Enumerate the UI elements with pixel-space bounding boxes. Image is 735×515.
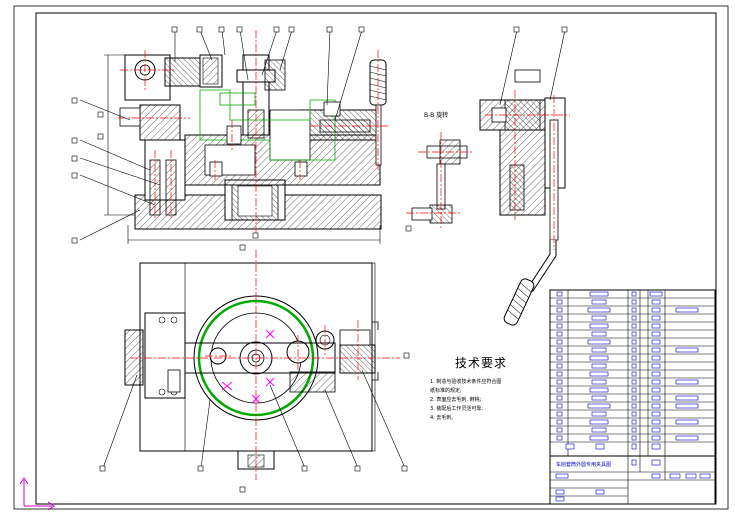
drawing-title: 车削套筒外圆专用夹具图 [556,462,612,468]
inner-frame [35,12,717,505]
front-view [104,30,390,244]
item-balloons [71,26,568,493]
tech-requirements-list: 1. 制造与验收技术条件应符合图 纸标准的规定; 2. 表面应去毛刺, 倒钝; … [430,378,560,423]
tech-requirement-item: 4. 去毛刺。 [430,415,457,421]
side-view [479,69,570,326]
tech-requirement-item: 2. 表面应去毛刺, 倒钝; [430,397,482,403]
tech-requirement-item: 1. 制造与验收技术条件应符合图 [430,379,502,385]
ucs-icon [19,477,55,511]
leaders [79,29,566,469]
section-bb-view [406,132,472,230]
parts-list-cells [555,291,711,502]
outer-frame [13,5,729,510]
section-bb-label: B-B 旋转 [424,112,449,119]
parts-list-table [549,289,716,505]
tech-requirement-item: 3. 装配后工作灵活可靠; [430,406,484,412]
tech-requirement-item: 纸标准的规定; [430,388,462,394]
top-view [124,250,400,480]
tech-requirements-title: 技术要求 [455,356,508,370]
